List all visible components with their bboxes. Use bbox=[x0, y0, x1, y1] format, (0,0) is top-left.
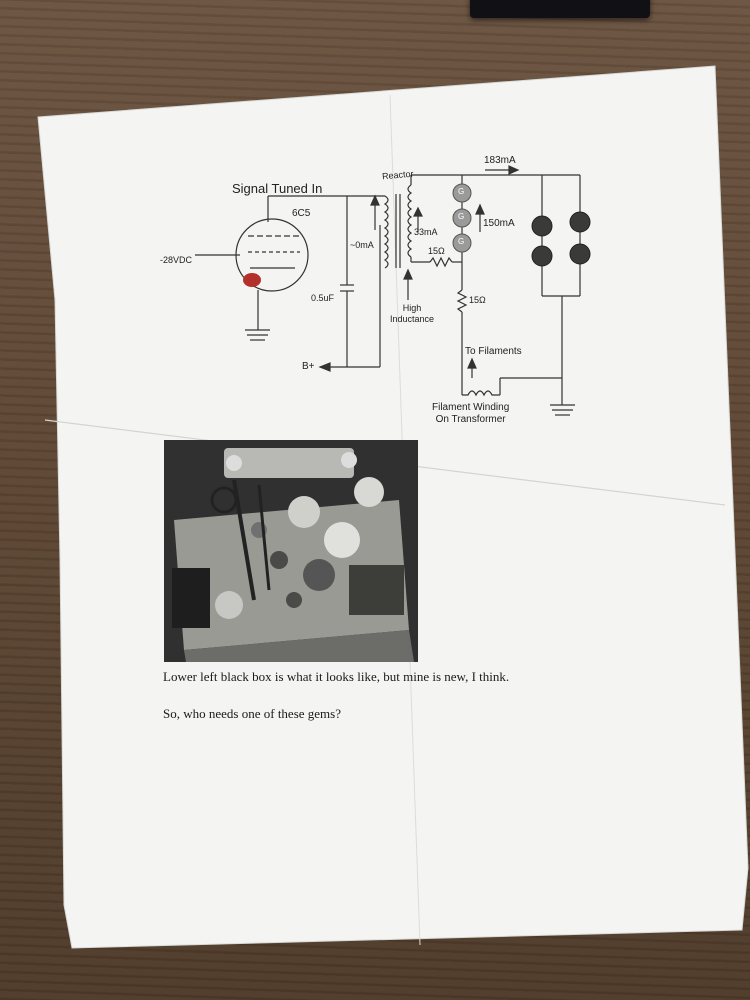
bplus-label: B+ bbox=[302, 361, 315, 372]
current-side-label: 150mA bbox=[483, 218, 515, 229]
chassis-photo-drawing bbox=[164, 440, 418, 662]
high-inductance-line2: Inductance bbox=[390, 314, 435, 324]
chassis-photo bbox=[164, 440, 418, 662]
current-zero-label: ~0mA bbox=[350, 240, 374, 250]
filament-winding-line2: On Transformer bbox=[435, 414, 506, 425]
to-filaments-label: To Filaments bbox=[465, 346, 522, 357]
signal-label: Signal Tuned In bbox=[232, 181, 323, 196]
high-inductance-label: High Inductance bbox=[390, 303, 434, 325]
current-reactor-label: 33mA bbox=[414, 227, 438, 237]
bias-label: -28VDC bbox=[160, 255, 193, 265]
bulb-letter-3: G bbox=[458, 237, 465, 246]
tube-label: 6C5 bbox=[292, 208, 311, 219]
caption-line-2: So, who needs one of these gems? bbox=[163, 706, 341, 721]
caption-line-1: Lower left black box is what it looks li… bbox=[163, 669, 510, 684]
bulb-letter-2: G bbox=[458, 212, 465, 221]
capacitor-label: 0.5uF bbox=[311, 293, 335, 303]
resistor-1-label: 15Ω bbox=[428, 246, 445, 256]
dark-object bbox=[470, 0, 650, 18]
filament-winding-label: Filament Winding On Transformer bbox=[432, 402, 509, 426]
pilot-bulbs bbox=[452, 183, 591, 267]
high-inductance-line1: High bbox=[402, 303, 422, 313]
resistor-2-label: 15Ω bbox=[469, 295, 486, 305]
bulb-letter-1: G bbox=[458, 187, 465, 196]
red-ink-mark bbox=[243, 273, 261, 287]
current-top-label: 183mA bbox=[484, 155, 516, 166]
filament-winding-line1: Filament Winding bbox=[432, 402, 510, 413]
